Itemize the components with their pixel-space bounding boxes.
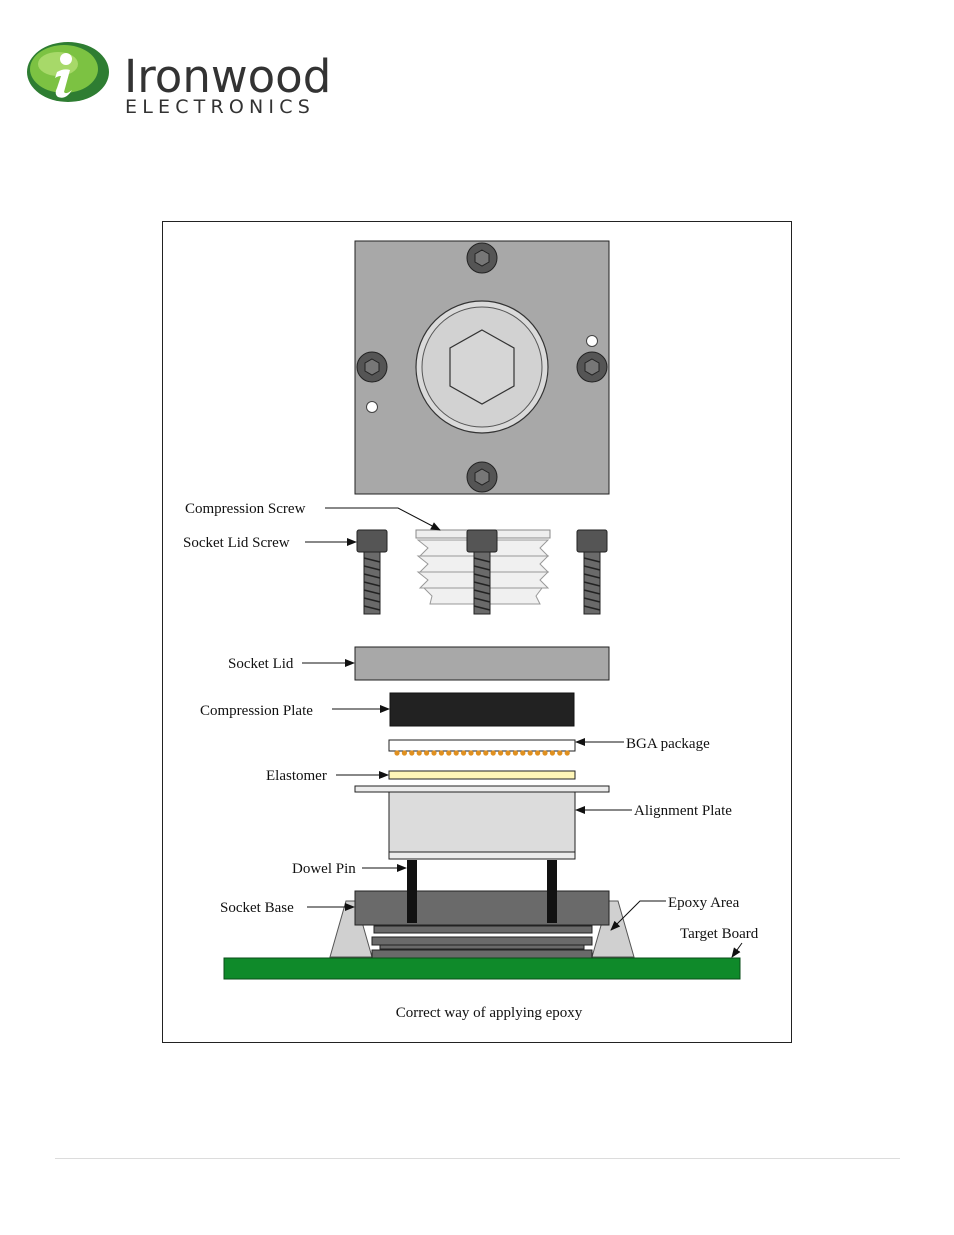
- solder-ball: [431, 750, 436, 755]
- solder-ball: [550, 750, 555, 755]
- solder-ball: [542, 750, 547, 755]
- label-socket-base: Socket Base: [220, 900, 294, 916]
- solder-ball: [461, 750, 466, 755]
- solder-ball: [417, 750, 422, 755]
- leader-compression-screw: [325, 508, 440, 530]
- solder-ball: [476, 750, 481, 755]
- solder-ball: [483, 750, 488, 755]
- lid-screw-head-icon: [357, 352, 387, 382]
- label-alignment-plate: Alignment Plate: [634, 803, 732, 819]
- socket-lid-side: [355, 647, 609, 680]
- solder-ball: [402, 750, 407, 755]
- solder-ball: [446, 750, 451, 755]
- solder-ball: [424, 750, 429, 755]
- label-compression-screw: Compression Screw: [185, 501, 306, 517]
- label-epoxy-area: Epoxy Area: [668, 895, 740, 911]
- lid-screw-head-icon: [467, 243, 497, 273]
- label-target-board: Target Board: [680, 926, 759, 942]
- solder-ball: [409, 750, 414, 755]
- socket-lid-screw-left: [357, 530, 387, 614]
- label-bga-package: BGA package: [626, 736, 710, 752]
- dowel-pin-left: [407, 860, 417, 923]
- label-socket-lid: Socket Lid: [228, 656, 294, 672]
- target-board: [224, 958, 740, 979]
- leader-target-board: [732, 943, 742, 957]
- figure-caption: Correct way of applying epoxy: [396, 1005, 583, 1021]
- alignment-plate: [355, 786, 609, 859]
- label-elastomer: Elastomer: [266, 768, 327, 784]
- solder-ball: [491, 750, 496, 755]
- solder-ball: [513, 750, 518, 755]
- solder-ball: [520, 750, 525, 755]
- solder-ball: [454, 750, 459, 755]
- lid-screw-head-icon: [577, 352, 607, 382]
- solder-ball: [468, 750, 473, 755]
- solder-ball: [557, 750, 562, 755]
- bga-package: [389, 740, 575, 756]
- solder-ball: [439, 750, 444, 755]
- socket-lid-screw-right: [577, 530, 607, 614]
- label-compression-plate: Compression Plate: [200, 703, 313, 719]
- solder-ball: [505, 750, 510, 755]
- lid-screw-head-icon: [467, 462, 497, 492]
- dowel-pin-right: [547, 860, 557, 923]
- label-dowel-pin: Dowel Pin: [292, 861, 356, 877]
- compression-plate: [390, 693, 574, 726]
- solder-ball: [535, 750, 540, 755]
- solder-ball: [565, 750, 570, 755]
- label-socket-lid-screw: Socket Lid Screw: [183, 535, 290, 551]
- socket-base: [355, 891, 609, 958]
- socket-lid-top-view: [355, 241, 609, 494]
- elastomer: [389, 771, 575, 779]
- solder-ball: [394, 750, 399, 755]
- solder-ball: [498, 750, 503, 755]
- footer-divider: [55, 1158, 900, 1159]
- solder-ball: [528, 750, 533, 755]
